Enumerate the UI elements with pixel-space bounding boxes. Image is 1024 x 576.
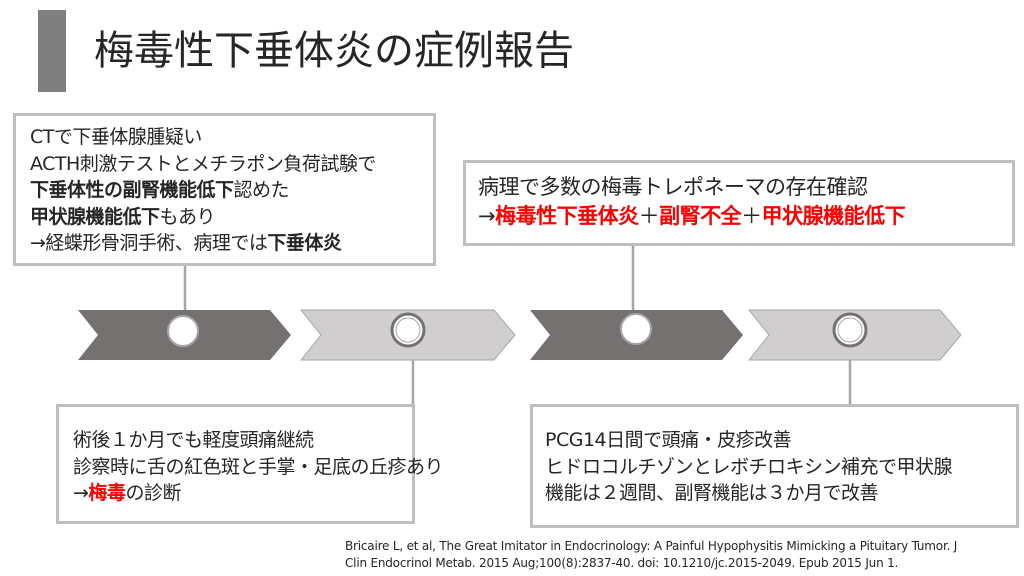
- milestone-circle-2: [390, 312, 426, 348]
- bold-text: 下垂体炎: [267, 232, 342, 254]
- event-text-line: →梅毒性下垂体炎＋副腎不全＋甲状腺機能低下: [478, 202, 1012, 231]
- text-segment: ヒドロコルチゾンとレボチロキシン補充で甲状腺: [545, 455, 953, 478]
- milestone-circle-3: [620, 313, 652, 345]
- milestone-circle-4: [832, 312, 868, 348]
- text-segment: →: [478, 204, 496, 228]
- text-segment: ＋: [741, 204, 762, 228]
- milestone-inner-ring-4: [837, 317, 863, 343]
- event-text-line: ヒドロコルチゾンとレボチロキシン補充で甲状腺: [545, 454, 1016, 481]
- title-accent-bar: [38, 10, 66, 92]
- event-text-line: →経蝶形骨洞手術、病理では下垂体炎: [30, 230, 433, 257]
- text-segment: CTで下垂体腺腫疑い: [30, 126, 202, 148]
- event-text-line: 甲状腺機能低下もあり: [30, 204, 433, 231]
- citation: Bricaire L, et al, The Great Imitator in…: [345, 538, 957, 572]
- event-text-line: ACTH刺激テストとメチラポン負荷試験で: [30, 151, 433, 178]
- highlight-text: 梅毒性下垂体炎: [495, 204, 639, 228]
- citation-line-2: Clin Endocrinol Metab. 2015 Aug;100(8):2…: [345, 556, 899, 570]
- highlight-text: 副腎不全: [659, 204, 742, 228]
- text-segment: PCG14日間で頭痛・皮疹改善: [545, 429, 792, 451]
- citation-line-1: Bricaire L, et al, The Great Imitator in…: [345, 539, 958, 553]
- highlight-text: 甲状腺機能低下: [761, 204, 906, 228]
- text-segment: 認めた: [233, 179, 290, 201]
- event-text-line: 下垂体性の副腎機能低下認めた: [30, 177, 433, 204]
- event-box-1: CTで下垂体腺腫疑い ACTH刺激テストとメチラポン負荷試験で下垂体性の副腎機能低…: [13, 113, 436, 266]
- slide-title: 梅毒性下垂体炎の症例報告: [94, 28, 574, 74]
- event-text-line: 病理で多数の梅毒トレポネーマの存在確認: [478, 173, 1012, 202]
- event-text-line: 機能は２週間、副腎機能は３か月で改善: [545, 480, 1016, 507]
- text-segment: 病理で多数の梅毒トレポネーマの存在確認: [478, 175, 868, 199]
- text-segment: →: [73, 482, 89, 504]
- milestone-circle-1: [167, 315, 199, 347]
- event-box-2: 術後１か月でも軽度頭痛継続診察時に舌の紅色斑と手掌・足底の丘疹あり→梅毒の診断: [56, 404, 444, 524]
- bold-text: 甲状腺機能低下: [30, 205, 160, 228]
- text-segment: もあり: [159, 205, 216, 228]
- text-segment: ＋: [638, 204, 660, 228]
- bold-text: 下垂体性の副腎機能低下: [30, 179, 234, 201]
- event-text-line: 診察時に舌の紅色斑と手掌・足底の丘疹あり: [73, 454, 444, 481]
- text-segment: →経蝶形骨洞手術、病理では: [30, 232, 268, 254]
- text-segment: ACTH刺激テストとメチラポン負荷試験で: [30, 152, 376, 175]
- highlight-text: 梅毒: [88, 482, 126, 504]
- milestone-inner-ring-2: [395, 317, 421, 343]
- event-text-line: PCG14日間で頭痛・皮疹改善: [545, 427, 1016, 454]
- event-text-line: CTで下垂体腺腫疑い: [30, 124, 433, 151]
- text-segment: 診察時に舌の紅色斑と手掌・足底の丘疹あり: [73, 455, 444, 478]
- text-segment: 術後１か月でも軽度頭痛継続: [73, 429, 314, 451]
- event-text-line: 術後１か月でも軽度頭痛継続: [73, 427, 412, 454]
- event-box-3: 病理で多数の梅毒トレポネーマの存在確認→梅毒性下垂体炎＋副腎不全＋甲状腺機能低下: [463, 160, 1015, 246]
- text-segment: の診断: [125, 482, 181, 504]
- event-text-line: →梅毒の診断: [73, 480, 412, 507]
- text-segment: 機能は２週間、副腎機能は３か月で改善: [545, 482, 879, 504]
- event-box-4: PCG14日間で頭痛・皮疹改善ヒドロコルチゾンとレボチロキシン補充で甲状腺機能は…: [530, 404, 1019, 528]
